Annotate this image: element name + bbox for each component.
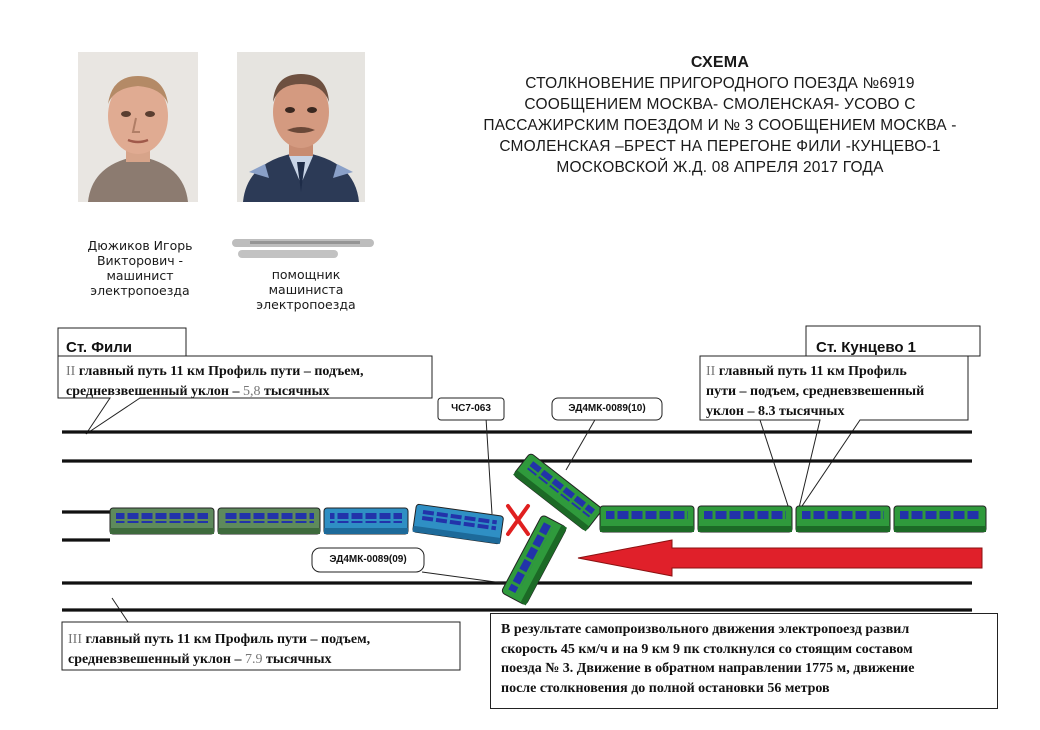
result-line: после столкновения до полной остановки 5… — [501, 680, 830, 696]
caption-line: помощник — [271, 267, 341, 282]
locomotive-chs7 — [412, 503, 504, 545]
redacted-name — [232, 239, 374, 258]
callout-track3 — [61, 597, 461, 671]
pointer-lines — [421, 417, 791, 585]
note-line: тысячных — [262, 652, 332, 667]
note-line: тысячных — [260, 384, 330, 399]
tag-emu-rear: ЭД4МК-0089(09) — [329, 554, 407, 565]
assistant-photo — [237, 52, 365, 202]
tag-box-loco — [437, 397, 505, 421]
note-line: уклон – 8.3 тысячных — [706, 404, 845, 419]
tag-box-emu-front — [551, 397, 663, 421]
result-line: поезда № 3. Движение в обратном направле… — [501, 661, 915, 676]
result-box: В результате самопроизвольного движения … — [490, 613, 998, 709]
tag-emu-front: ЭД4МК-0089(10) — [568, 403, 646, 414]
result-line: скорость 45 км/ч и на 9 км 9 пк столкнул… — [501, 641, 913, 657]
emu-car-09 — [501, 515, 568, 606]
track-number: II — [66, 364, 76, 379]
caption-line: Викторович - — [96, 253, 184, 268]
note-line: главный путь 11 км Профиль пути – подъем… — [75, 364, 364, 379]
driver-caption: Дюжиков Игорь Викторович - машинист элек… — [70, 238, 210, 298]
title-line: СТОЛКНОВЕНИЕ ПРИГОРОДНОГО ПОЕЗДА №6919 — [525, 75, 915, 92]
emu-car — [697, 505, 793, 533]
caption-line: электропоезда — [90, 283, 190, 298]
direction-arrow — [577, 539, 983, 577]
caption-line: Дюжиков Игорь — [87, 238, 193, 253]
title-line: СООБЩЕНИЕМ МОСКВА- СМОЛЕНСКАЯ- УСОВО С — [524, 96, 916, 113]
emu-car — [795, 505, 891, 533]
train-3-car — [323, 507, 409, 535]
title-line: ПАССАЖИРСКИМ ПОЕЗДОМ И № 3 СООБЩЕНИЕМ МО… — [483, 117, 957, 134]
gradient-value: 7.9 — [245, 652, 263, 667]
title-line: МОСКОВСКОЙ Ж.Д. 08 АПРЕЛЯ 2017 ГОДА — [556, 159, 884, 176]
note-line: средневзвешенный уклон – — [68, 652, 246, 667]
gradient-value: 5,8 — [243, 384, 261, 399]
train-3-car — [109, 507, 215, 535]
caption-line: машинист — [106, 268, 174, 283]
track-number: III — [68, 632, 82, 647]
note-track3: III главный путь 11 км Профиль пути – по… — [68, 630, 460, 670]
note-line: пути – подъем, средневзвешенный — [706, 384, 925, 399]
caption-line: машиниста — [268, 282, 344, 297]
track-number: II — [706, 364, 716, 379]
callout-fili — [57, 327, 433, 435]
note-line: главный путь 11 км Профиль — [715, 364, 907, 379]
tag-loco: ЧС7-063 — [451, 403, 491, 414]
caption-line: электропоезда — [256, 297, 356, 312]
note-track2-right: II главный путь 11 км Профиль пути – под… — [706, 362, 968, 422]
assistant-caption: помощник машиниста электропоезда — [236, 267, 376, 312]
train-3-car — [217, 507, 321, 535]
emu-car — [893, 505, 987, 533]
note-track2-left: II главный путь 11 км Профиль пути – под… — [66, 362, 432, 402]
driver-photo — [78, 52, 198, 202]
callout-kuntsevo — [699, 325, 981, 513]
collision-mark — [506, 504, 530, 536]
note-line: средневзвешенный уклон – — [66, 384, 244, 399]
station-fili: Ст. Фили — [66, 339, 132, 356]
tag-box-emu-rear — [311, 547, 425, 573]
emu-car-10 — [513, 453, 602, 532]
title-line: СМОЛЕНСКАЯ –БРЕСТ НА ПЕРЕГОНЕ ФИЛИ -КУНЦ… — [499, 138, 941, 155]
station-kuntsevo: Ст. Кунцево 1 — [816, 339, 917, 356]
scheme-title: СХЕМА СТОЛКНОВЕНИЕ ПРИГОРОДНОГО ПОЕЗДА №… — [440, 52, 1000, 178]
result-line: В результате самопроизвольного движения … — [501, 622, 910, 637]
emu-car — [599, 505, 695, 533]
note-line: главный путь 11 км Профиль пути – подъем… — [82, 632, 371, 647]
title-heading: СХЕМА — [690, 54, 750, 71]
